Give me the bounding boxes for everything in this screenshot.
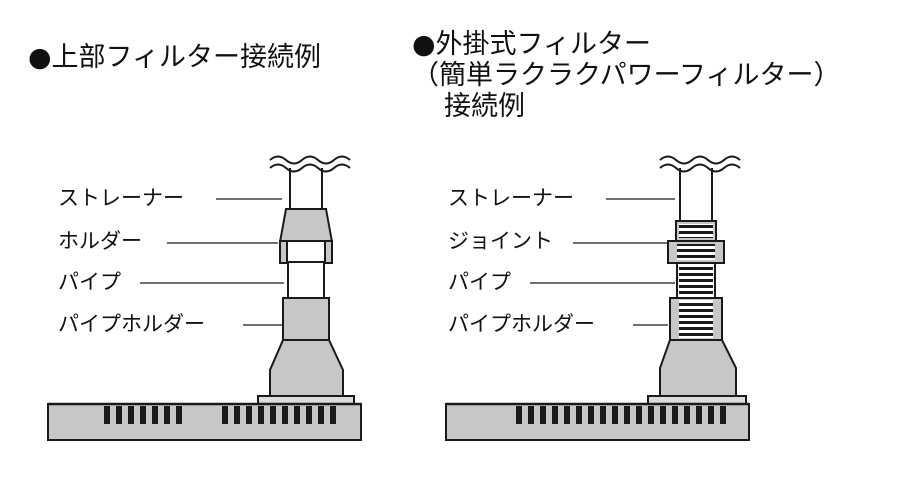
right-wave-cut-1: [659, 155, 741, 165]
right-label-pipe-holder: パイプホルダー: [448, 312, 595, 336]
left-diagram: [47, 155, 362, 441]
right-title-line-2: （簡単ラクラクパワーフィルター）: [412, 60, 841, 91]
left-wave-cut-1: [269, 155, 351, 165]
right-wave-cut-2: [659, 163, 741, 173]
right-pipe-holder-ribs: [679, 300, 713, 338]
left-holder-inner: [286, 240, 326, 264]
left-pipe-holder-inner: [282, 297, 330, 341]
right-title-line-1: ●外掛式フィルター: [412, 29, 652, 60]
right-strainer-cap-ribs: [679, 224, 713, 238]
right-label-pipe: パイプ: [448, 270, 511, 294]
left-label-pipe: パイプ: [58, 270, 121, 294]
left-filter-slots: [104, 406, 336, 424]
left-pipe: [287, 261, 325, 299]
right-filter-body: [445, 403, 750, 441]
left-label-strainer: ストレーナー: [58, 186, 184, 210]
right-diagram-title: ●外掛式フィルター （簡単ラクラクパワーフィルター） 接続例: [412, 29, 841, 122]
right-title-line-3: 接続例: [444, 91, 525, 122]
right-pipe-ribs: [679, 264, 713, 297]
left-diagram-title: ●上部フィルター接続例: [28, 42, 322, 73]
right-filter-slots: [516, 406, 726, 424]
left-filter-body: [47, 403, 362, 441]
right-diagram: [445, 155, 750, 441]
right-label-strainer: ストレーナー: [448, 186, 574, 210]
right-label-joint: ジョイント: [448, 229, 553, 253]
right-joint-ribs: [677, 244, 715, 260]
left-wave-cut-2: [269, 163, 351, 173]
left-label-holder: ホルダー: [58, 229, 142, 253]
left-label-pipe-holder: パイプホルダー: [58, 312, 205, 336]
